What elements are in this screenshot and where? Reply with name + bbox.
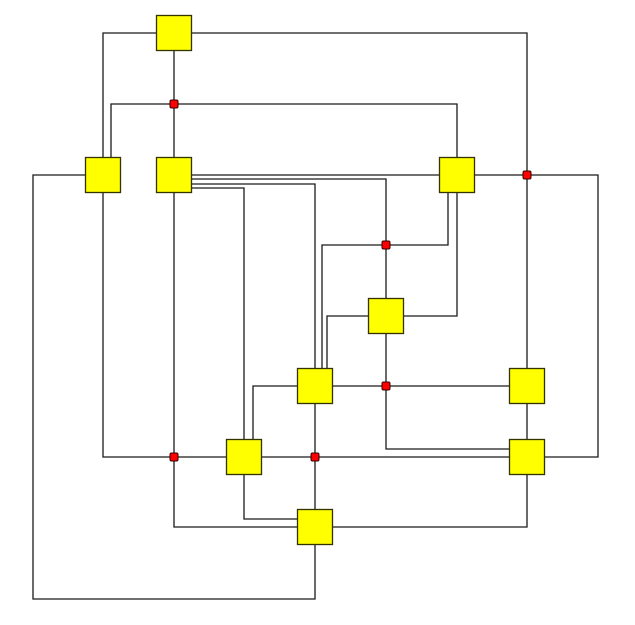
edge-23 — [333, 475, 528, 528]
edge-4 — [110, 103, 174, 157]
junction-j4 — [381, 381, 391, 391]
node-n5[interactable] — [367, 297, 405, 335]
edge-17 — [252, 385, 297, 439]
node-n2[interactable] — [84, 156, 122, 194]
junction-j5 — [169, 452, 179, 462]
node-n10[interactable] — [296, 508, 334, 546]
junctions — [169, 99, 532, 462]
node-n8[interactable] — [225, 438, 263, 476]
edge-12 — [321, 193, 449, 368]
junction-j3 — [381, 240, 391, 250]
node-n7[interactable] — [508, 367, 546, 405]
node-n9[interactable] — [508, 438, 546, 476]
edge-6 — [32, 174, 316, 600]
edge-15 — [385, 334, 509, 450]
junction-j1 — [169, 99, 179, 109]
edge-5 — [174, 103, 458, 157]
edge-8 — [191, 178, 387, 298]
edge-10 — [191, 187, 245, 439]
edge-14 — [326, 315, 368, 368]
node-n1[interactable] — [155, 14, 193, 52]
edges — [32, 32, 599, 600]
edge-2 — [191, 32, 528, 368]
edge-11 — [475, 174, 599, 458]
edge-9 — [191, 183, 316, 368]
junction-j2 — [522, 170, 532, 180]
edge-21 — [173, 193, 297, 528]
junction-j6 — [310, 452, 320, 462]
edge-22 — [243, 475, 297, 520]
edge-1 — [102, 32, 157, 157]
edge-20 — [102, 193, 226, 458]
node-n4[interactable] — [438, 156, 476, 194]
nodes — [84, 14, 546, 546]
node-n6[interactable] — [296, 367, 334, 405]
node-n3[interactable] — [155, 156, 193, 194]
edge-13 — [404, 193, 458, 317]
